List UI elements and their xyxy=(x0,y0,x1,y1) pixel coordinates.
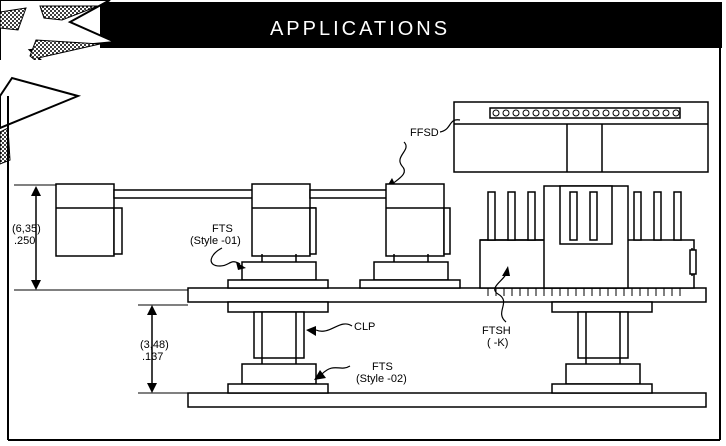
ffsd-connector xyxy=(453,101,709,173)
fts-socket-bottom-1 xyxy=(227,358,329,394)
ftsh-solder-tails xyxy=(487,288,681,296)
fts-bottom-arrowhead xyxy=(314,370,326,380)
lower-dim-arrowhead-top xyxy=(147,305,157,315)
upper-dim-inch: .250 xyxy=(14,235,35,247)
burst-shading-2 xyxy=(29,39,101,60)
ftsh-arrowhead xyxy=(502,266,510,276)
ftsh-leader xyxy=(494,273,507,323)
burst-shading-3 xyxy=(0,7,27,31)
cable-assembly xyxy=(55,183,451,257)
fts-top-arrowhead xyxy=(236,262,246,270)
fts-bottom-label-1: FTS xyxy=(372,361,393,373)
ffsd-pin-row xyxy=(492,109,680,117)
fts-top-label-1: FTS xyxy=(212,223,233,235)
lower-dim-arrowhead-bottom xyxy=(147,383,157,393)
ftsh-header xyxy=(479,185,697,289)
banner-title-overlay: APPLICATIONS xyxy=(269,18,451,40)
upper-pcb xyxy=(187,287,707,303)
ftsh-pins xyxy=(487,191,682,241)
banner xyxy=(0,0,722,60)
fts-socket-bottom-2 xyxy=(551,358,653,394)
upper-dim-arrowhead-top xyxy=(31,186,41,196)
ftsh-label-2: ( -K) xyxy=(487,337,508,349)
clp-connector-left xyxy=(227,301,329,359)
clp-connector-right xyxy=(551,301,653,359)
lower-dim-inch: .137 xyxy=(142,351,163,363)
burst-graphic xyxy=(0,0,119,60)
fts-top-label-2: (Style -01) xyxy=(190,235,241,247)
clp-arrowhead xyxy=(306,326,316,336)
ffsd-arrow-leader xyxy=(389,141,407,187)
fts-top-leader xyxy=(210,247,241,267)
fts-bottom-label-2: (Style -02) xyxy=(356,373,407,385)
lower-pcb xyxy=(187,392,707,408)
clp-leader xyxy=(315,323,353,332)
upper-dim-metric: (6,35) xyxy=(12,223,41,235)
fts-bottom-leader xyxy=(321,365,351,375)
banner-bar xyxy=(100,2,722,48)
burst-shading xyxy=(39,5,99,21)
fts-socket-top-2 xyxy=(359,254,461,289)
clp-label: CLP xyxy=(354,321,375,333)
ffsd-label: FFSD xyxy=(410,127,439,139)
fts-socket-top-1 xyxy=(227,254,329,289)
upper-dim-arrowhead-bottom xyxy=(31,280,41,290)
ftsh-label-1: FTSH xyxy=(482,325,511,337)
lower-dim-metric: (3,48) xyxy=(140,339,169,351)
burst-tail xyxy=(0,76,82,130)
ffsd-leader xyxy=(439,119,461,133)
